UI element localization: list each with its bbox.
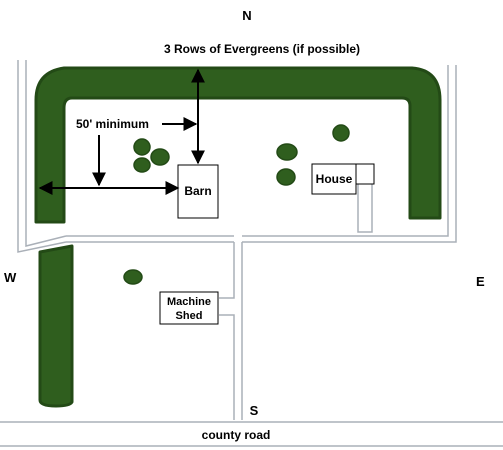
buildings	[159, 163, 375, 325]
shrubs	[123, 124, 350, 285]
minimum-distance-label: 50' minimum	[76, 117, 149, 131]
shrub	[276, 168, 296, 186]
machine-shed-label-line1: Machine	[167, 296, 211, 308]
road-lines	[0, 60, 503, 447]
west-label: W	[4, 270, 17, 285]
shrub	[276, 143, 298, 161]
shrub	[133, 157, 151, 173]
shrub	[332, 124, 350, 142]
north-label: N	[242, 8, 251, 23]
evergreen-windbreak	[34, 66, 442, 408]
county-road-label: county road	[202, 428, 271, 442]
windbreak-outer	[34, 66, 442, 224]
shrub	[123, 269, 143, 285]
barn-label: Barn	[184, 184, 211, 198]
center-lane-west-lower	[219, 314, 235, 420]
east-driveway-road-inner	[242, 65, 449, 237]
house-porch-box	[355, 163, 375, 185]
machine-shed-label-line2: Shed	[176, 310, 203, 322]
house-path	[357, 184, 373, 233]
shrub	[150, 148, 170, 166]
west-hedge	[38, 244, 74, 408]
east-label: E	[476, 274, 485, 289]
house-label: House	[316, 172, 353, 186]
arrows	[38, 68, 205, 195]
west-lane-road	[17, 60, 67, 253]
east-driveway-road	[242, 65, 457, 243]
house-box	[311, 163, 357, 195]
shrub	[133, 138, 151, 156]
barn-box	[177, 164, 219, 219]
machine-shed-box	[159, 291, 219, 325]
evergreens-label: 3 Rows of Evergreens (if possible)	[164, 42, 360, 56]
south-label: S	[250, 403, 259, 418]
west-lane-road-inner	[25, 60, 67, 247]
center-lane-west	[219, 242, 235, 299]
